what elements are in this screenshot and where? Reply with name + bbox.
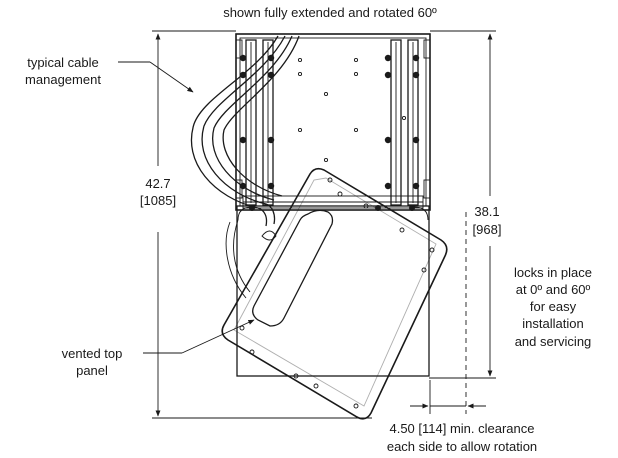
panel-callout xyxy=(143,319,255,354)
cable-callout-line-2: management xyxy=(25,72,101,87)
panel-callout-line-1: vented top xyxy=(62,346,123,361)
locks-note-line-3: for easy xyxy=(530,299,577,314)
vent-slot xyxy=(252,209,334,327)
cable-callout xyxy=(118,61,194,93)
clearance-line-2: each side to allow rotation xyxy=(387,439,537,454)
cable-callout-line-1: typical cable xyxy=(27,55,99,70)
frame-height-imperial: 38.1 xyxy=(474,204,499,219)
cable-bundle xyxy=(190,35,300,299)
locks-note-line-2: at 0º and 60º xyxy=(516,282,591,297)
clearance-line-1: 4.50 [114] min. clearance xyxy=(389,421,534,436)
clearance-dimension xyxy=(410,212,486,414)
overall-height-dimension xyxy=(152,30,372,419)
locks-note-line-4: installation xyxy=(522,316,583,331)
vented-top-panel xyxy=(221,167,448,420)
overall-height-metric: [1085] xyxy=(140,193,176,208)
slide-rails xyxy=(239,39,420,211)
overall-height-imperial: 42.7 xyxy=(145,176,170,191)
locks-note-line-5: and servicing xyxy=(515,334,592,349)
locks-note-line-1: locks in place xyxy=(514,265,592,280)
drawing-heading: shown fully extended and rotated 60º xyxy=(223,5,437,20)
frame-height-dimension xyxy=(429,30,496,379)
frame-height-metric: [968] xyxy=(473,222,502,237)
panel-callout-line-2: panel xyxy=(76,363,108,378)
locks-note: locks in place at 0º and 60º for easy in… xyxy=(514,265,592,349)
